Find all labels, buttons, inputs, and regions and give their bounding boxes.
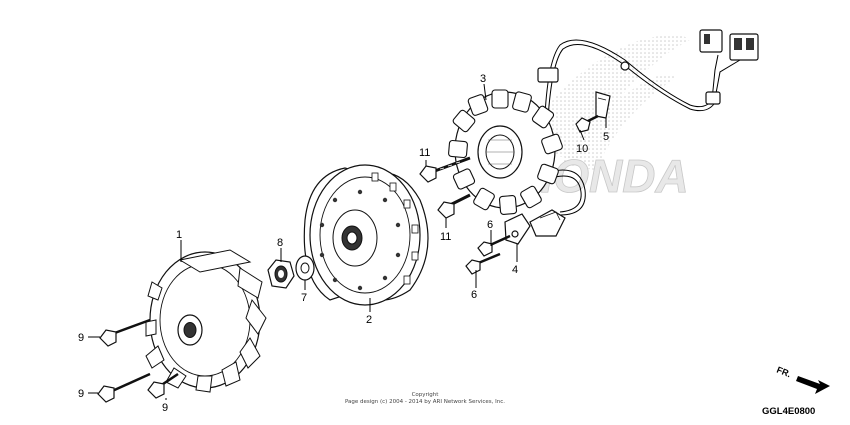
callout-labels: 1 2 3 4 5 6 6 7 8 9 9 9 10 11 11 — [78, 73, 609, 414]
bolt-6-upper — [477, 234, 511, 257]
callout-5: 5 — [603, 131, 609, 143]
pulser-bracket-4 — [504, 209, 566, 245]
callout-9-lower-right: 9 — [162, 402, 168, 414]
callout-3: 3 — [480, 73, 486, 85]
cooling-fan — [145, 249, 267, 393]
copyright-line-2: Page design (c) 2004 - 2014 by ARI Netwo… — [345, 399, 505, 405]
callout-8: 8 — [277, 237, 283, 249]
washer-7 — [295, 255, 315, 281]
bolt-6-lower — [465, 252, 501, 275]
stator — [448, 89, 563, 215]
wire-clamp — [537, 67, 559, 83]
bolt-10 — [575, 114, 599, 133]
front-direction-indicator: FR. — [775, 365, 830, 394]
callout-9-lower-left: 9 — [78, 388, 84, 400]
callout-11-upper: 11 — [419, 147, 430, 159]
wire-grommet — [620, 61, 630, 71]
copyright-line-1: Copyright — [412, 392, 440, 398]
callout-7: 7 — [301, 292, 307, 304]
fr-arrow-icon — [796, 376, 830, 394]
bolt-11-lower — [437, 193, 471, 219]
bolt-9-lower-left — [97, 372, 151, 403]
fr-label: FR. — [775, 365, 792, 380]
wire-harness — [537, 29, 759, 216]
callout-9-upper: 9 — [78, 332, 84, 344]
wire-connector-boot — [705, 91, 721, 105]
connector-plug-left — [699, 29, 723, 53]
bolt-9-upper — [99, 318, 151, 347]
flange-nut-8 — [267, 259, 295, 289]
callout-11-lower: 11 — [440, 231, 451, 243]
leader-lines — [88, 83, 607, 400]
callout-2: 2 — [366, 314, 372, 326]
flywheel — [303, 164, 429, 306]
callout-6-upper: 6 — [487, 219, 493, 231]
bolt-11-upper — [419, 156, 471, 183]
callout-6-lower: 6 — [471, 289, 477, 301]
callout-4: 4 — [512, 264, 518, 276]
copyright-notice: Copyright Page design (c) 2004 - 2014 by… — [345, 392, 505, 405]
bolt-9-lower-right — [147, 372, 179, 399]
callout-10: 10 — [576, 143, 588, 155]
pulser-coil — [529, 209, 566, 237]
callout-1: 1 — [176, 229, 182, 241]
diagram-code: GGL4E0800 — [762, 406, 815, 417]
